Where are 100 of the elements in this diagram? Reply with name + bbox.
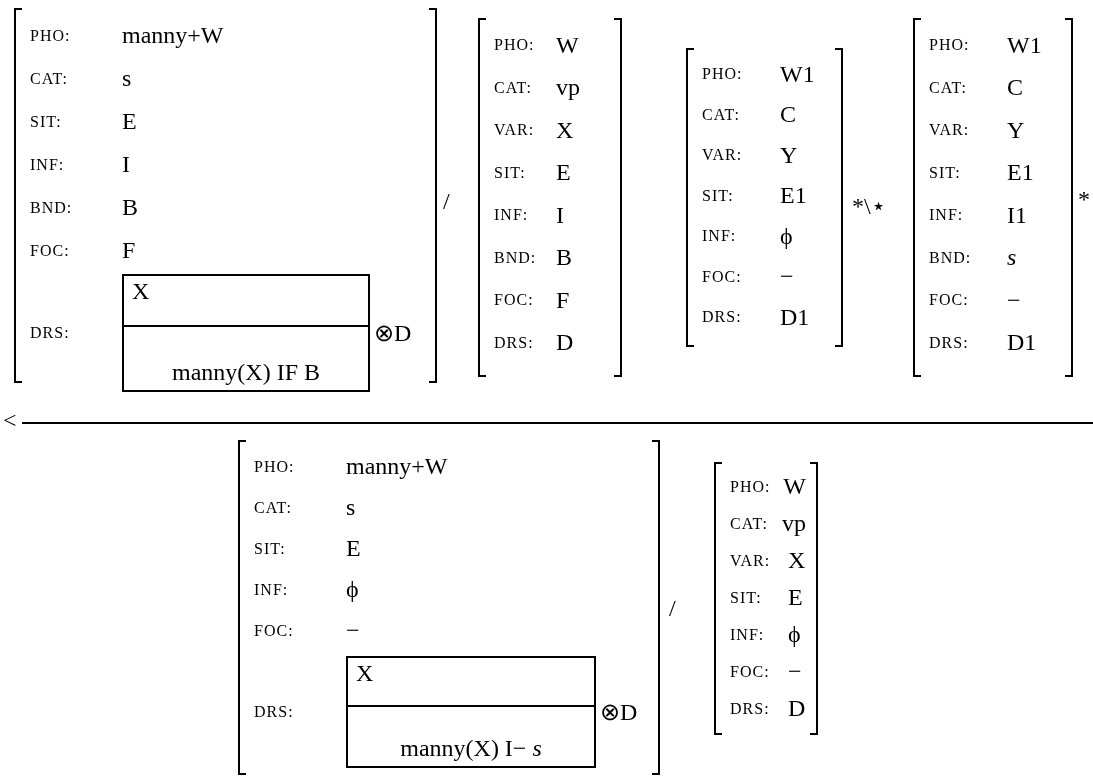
feature-label: CAT: <box>702 105 741 124</box>
feature-label: DRS: <box>30 324 71 342</box>
feature-label: PHO: <box>730 477 772 496</box>
feature-label: DRS: <box>929 333 970 352</box>
attribute-value-matrix <box>238 440 660 775</box>
feature-value: W <box>556 31 579 59</box>
feature-label: CAT: <box>30 69 69 88</box>
feature-value: Y <box>780 141 798 169</box>
attribute-value-matrix <box>686 48 843 347</box>
feature-value: B <box>122 194 138 221</box>
feature-label: DRS: <box>254 703 295 721</box>
feature-label: PHO: <box>494 36 536 55</box>
feature-label: PHO: <box>702 65 744 84</box>
feature-label: FOC: <box>730 662 771 681</box>
feature-value: I <box>556 201 564 229</box>
feature-label: BND: <box>30 198 74 217</box>
feature-label: PHO: <box>30 26 72 45</box>
feature-label: PHO: <box>929 36 971 55</box>
feature-value: − <box>1007 286 1021 314</box>
feature-label: SIT: <box>702 186 735 205</box>
feature-value: ϕ <box>788 621 801 648</box>
feature-value: F <box>122 237 136 264</box>
feature-value: I1 <box>1007 201 1027 229</box>
drs-condition: manny(X) IF B <box>172 359 320 386</box>
combinator-symbol: < <box>3 407 17 434</box>
feature-value: F <box>556 286 570 314</box>
feature-label: CAT: <box>254 498 293 517</box>
feature-value: manny+W <box>346 453 448 480</box>
feature-label: DRS: <box>494 333 535 352</box>
feature-label: FOC: <box>929 291 970 310</box>
feature-label: SIT: <box>494 163 527 182</box>
feature-value: D <box>788 695 806 722</box>
feature-value: vp <box>556 74 580 102</box>
feature-label: CAT: <box>494 78 533 97</box>
feature-value: manny+W <box>122 22 224 49</box>
feature-value: W1 <box>780 60 815 88</box>
feature-label: DRS: <box>730 699 771 718</box>
combinator-symbol: * <box>1078 186 1090 213</box>
feature-label: FOC: <box>254 621 295 640</box>
feature-value: W <box>783 473 806 500</box>
feature-label: DRS: <box>702 308 743 327</box>
feature-label: SIT: <box>30 112 63 131</box>
feature-value: s <box>346 494 356 521</box>
feature-value: I <box>122 151 130 178</box>
feature-value: B <box>556 244 572 272</box>
attribute-value-matrix <box>913 18 1073 377</box>
feature-value: vp <box>782 510 806 537</box>
feature-value: E1 <box>780 182 807 210</box>
attribute-value-matrix <box>478 18 622 377</box>
feature-value: ϕ <box>780 222 793 250</box>
feature-label: VAR: <box>730 551 772 570</box>
feature-label: CAT: <box>929 78 968 97</box>
discourse-referent: X <box>356 660 374 686</box>
feature-value: D <box>556 329 574 357</box>
feature-value: D1 <box>780 303 810 331</box>
feature-value: D1 <box>1007 329 1037 357</box>
feature-label: PHO: <box>254 457 296 476</box>
feature-label: VAR: <box>702 146 744 165</box>
feature-value: − <box>788 658 802 685</box>
feature-value: E <box>556 159 571 187</box>
feature-value: E <box>122 108 137 135</box>
feature-label: BND: <box>929 248 973 267</box>
feature-value: − <box>780 263 794 291</box>
feature-label: FOC: <box>702 267 743 286</box>
feature-label: VAR: <box>929 121 971 140</box>
feature-value: − <box>346 617 360 644</box>
feature-label: VAR: <box>494 121 536 140</box>
feature-label: FOC: <box>494 291 535 310</box>
feature-value: ⊗D <box>374 319 412 347</box>
feature-value: s <box>122 65 132 92</box>
feature-label: SIT: <box>730 588 763 607</box>
attribute-value-matrix <box>714 462 818 735</box>
feature-label: INF: <box>702 227 738 246</box>
feature-label: INF: <box>254 580 290 599</box>
feature-value: E <box>346 535 361 562</box>
combinator-symbol: / <box>443 188 450 215</box>
feature-label: CAT: <box>730 514 769 533</box>
feature-value: s <box>1007 244 1017 272</box>
feature-label: BND: <box>494 248 538 267</box>
feature-label: INF: <box>929 206 965 225</box>
feature-label: INF: <box>30 155 66 174</box>
feature-value: X <box>788 547 806 574</box>
feature-label: SIT: <box>929 163 962 182</box>
feature-value: ⊗D <box>600 698 638 726</box>
drs-box <box>122 274 370 392</box>
feature-label: INF: <box>494 206 530 225</box>
feature-label: FOC: <box>30 241 71 260</box>
feature-value: C <box>1007 74 1023 102</box>
feature-value: E <box>788 584 803 611</box>
feature-value: X <box>556 116 574 144</box>
feature-label: SIT: <box>254 539 287 558</box>
feature-value: ϕ <box>346 576 359 603</box>
feature-value: W1 <box>1007 31 1042 59</box>
combinator-symbol: *\⋆ <box>852 192 886 220</box>
feature-value: E1 <box>1007 159 1034 187</box>
drs-box <box>346 656 596 768</box>
feature-value: Y <box>1007 116 1025 144</box>
feature-value: C <box>780 101 796 129</box>
discourse-referent: X <box>132 278 150 304</box>
combinator-symbol: / <box>669 595 676 622</box>
